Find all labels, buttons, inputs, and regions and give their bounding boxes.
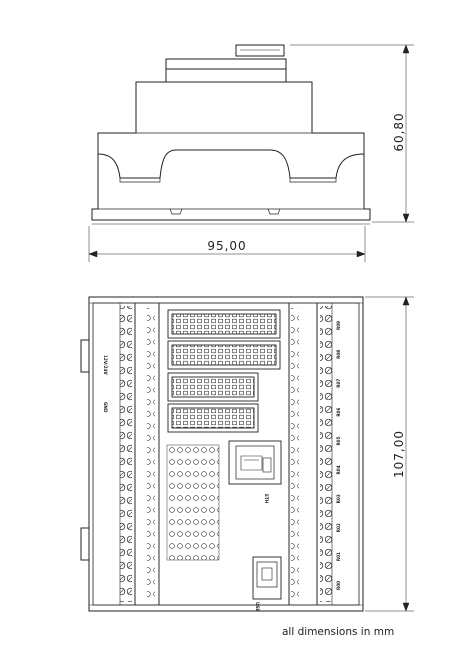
right-group-label: R04 xyxy=(336,465,341,474)
ground-label: GND xyxy=(103,402,108,413)
right-led-column xyxy=(291,308,299,600)
right-group-label: R03 xyxy=(336,494,341,503)
ethernet-port xyxy=(228,440,282,485)
ethernet-label: ETH xyxy=(264,494,269,504)
height-dimension-front xyxy=(365,296,414,612)
right-group-label: R06 xyxy=(336,408,341,417)
dimensions-note: all dimensions in mm xyxy=(282,626,395,638)
dimension-width: 95,00 xyxy=(207,239,246,253)
right-group-label: R05 xyxy=(336,436,341,445)
right-group-label: R07 xyxy=(336,379,341,388)
right-group-label: R01 xyxy=(336,552,341,561)
right-terminal-screws xyxy=(320,306,332,602)
usb-port xyxy=(252,556,282,600)
supply-label: 12V/24V xyxy=(103,355,108,375)
right-group-label: R00 xyxy=(336,581,341,590)
right-group-label: R09 xyxy=(336,321,341,330)
side-view xyxy=(91,44,371,225)
dimension-front-height: 107,00 xyxy=(392,430,406,478)
left-terminal-screws xyxy=(120,306,132,602)
io-marking-grid xyxy=(166,444,220,561)
ribbon-connectors xyxy=(167,309,281,433)
height-dimension-side xyxy=(290,44,414,223)
width-dimension xyxy=(88,226,366,262)
left-led-column xyxy=(147,308,155,600)
usb-label: USB xyxy=(255,602,260,612)
right-group-label: R08 xyxy=(336,350,341,359)
dimension-side-height: 60,80 xyxy=(392,112,406,151)
right-group-label: R02 xyxy=(336,523,341,532)
